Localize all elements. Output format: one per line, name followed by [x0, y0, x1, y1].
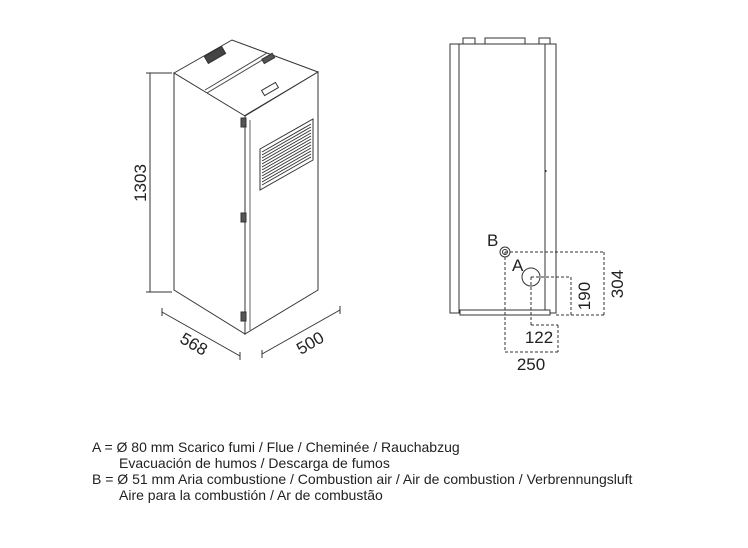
hinge-middle: [240, 212, 247, 223]
technical-drawing: 1303 568 500 B A 19: [131, 37, 627, 374]
height-label: 1303: [131, 164, 150, 202]
flue-height-label: 190: [575, 282, 594, 310]
legend-a-line1: A = Ø 80 mm Scarico fumi / Flue / Chemin…: [92, 439, 460, 455]
hinge-bottom: [240, 311, 247, 322]
legend: A = Ø 80 mm Scarico fumi / Flue / Chemin…: [92, 439, 632, 503]
stove-front-face: [244, 71, 319, 335]
side-body: [449, 43, 557, 314]
air-height-label: 304: [608, 270, 627, 298]
hinge-top: [240, 117, 247, 128]
air-offset-label: 250: [517, 355, 545, 374]
flue-offset-label: 122: [525, 328, 553, 347]
width-dimension-line: [261, 306, 341, 358]
height-dimension-line: [146, 72, 172, 293]
ventilation-grille: [259, 118, 314, 191]
depth-label: 568: [177, 329, 211, 360]
legend-a-line2: Evacuación de humos / Descarga de fumos: [119, 455, 390, 471]
stove-side-face: [173, 72, 246, 335]
side-view: [449, 37, 605, 353]
marker-a: A: [512, 256, 524, 275]
isometric-stove-view: [146, 39, 341, 360]
control-panel: [203, 45, 227, 65]
depth-dimension-line: [161, 308, 241, 360]
width-label: 500: [293, 328, 327, 359]
legend-b-line2: Aire para la combustión / Ar de combustã…: [119, 487, 383, 503]
side-dimension-lines: [504, 251, 605, 353]
marker-b: B: [487, 231, 498, 250]
legend-b-line1: B = Ø 51 mm Aria combustione / Combustio…: [92, 471, 633, 487]
